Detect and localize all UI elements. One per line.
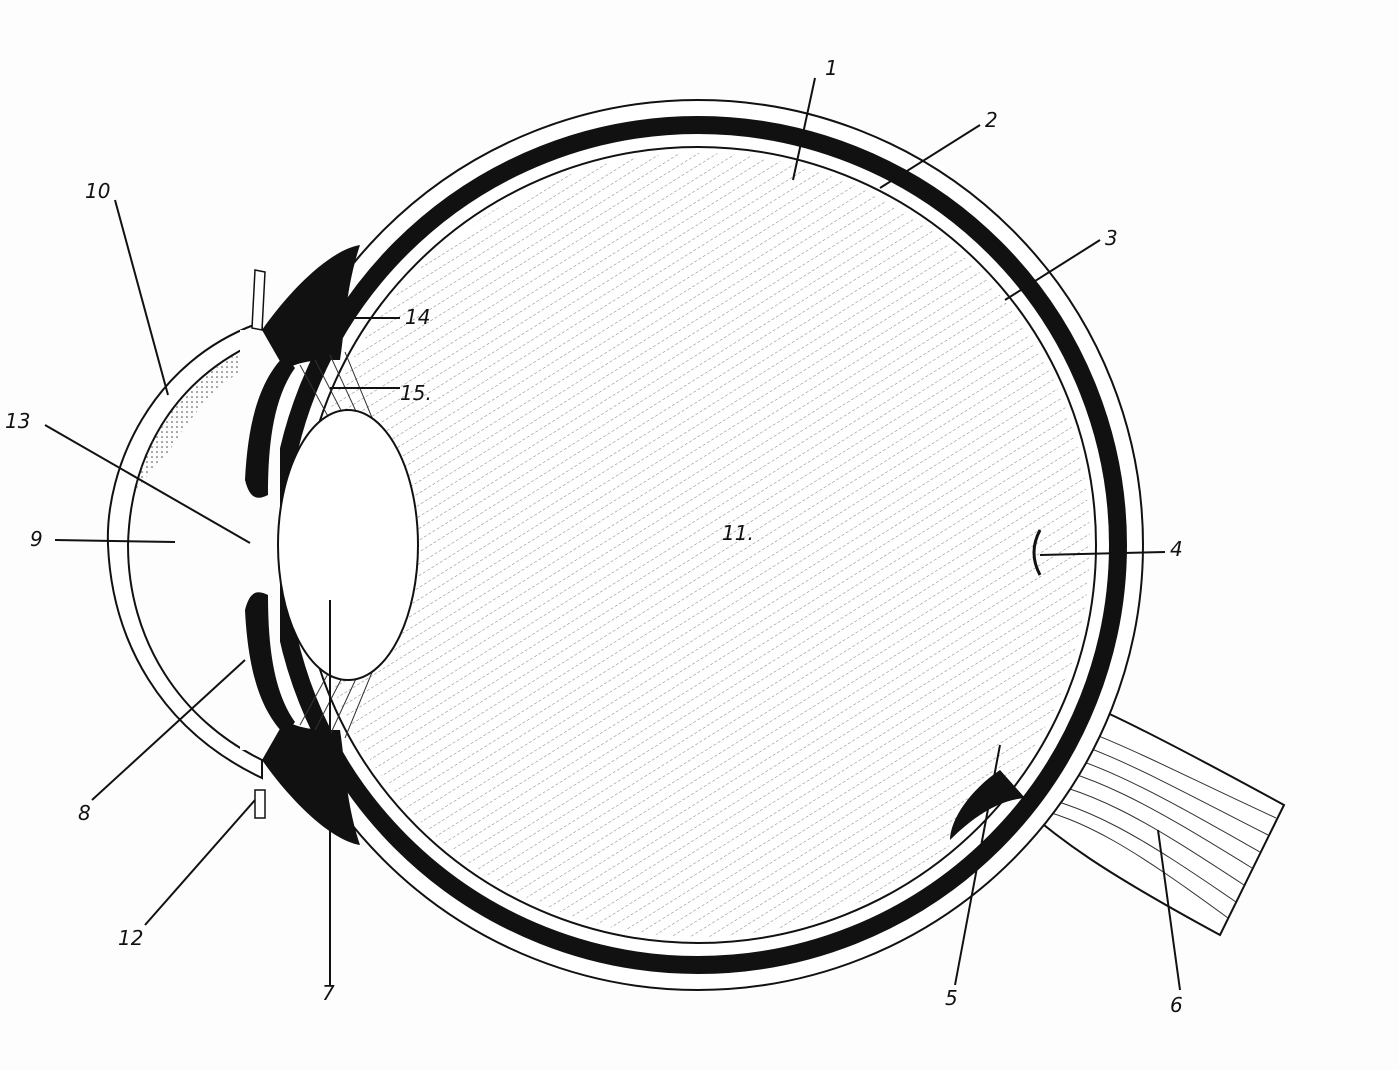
label-4: 4 (1170, 537, 1183, 561)
label-8: 8 (78, 801, 91, 825)
label-2: 2 (985, 108, 998, 132)
label-12: 12 (118, 926, 143, 950)
label-15: 15. (400, 381, 432, 405)
eyelid-top (252, 270, 265, 330)
label-14: 14 (405, 305, 430, 329)
label-1: 1 (825, 56, 838, 80)
label-7: 7 (322, 981, 335, 1005)
label-5: 5 (945, 986, 958, 1010)
lens (278, 410, 418, 680)
label-10: 10 (85, 179, 110, 203)
label-3: 3 (1105, 226, 1118, 250)
label-6: 6 (1170, 993, 1183, 1017)
cornea (108, 322, 262, 778)
label-11: 11. (722, 521, 754, 545)
label-13: 13 (5, 409, 30, 433)
eyelid-bottom (255, 790, 265, 818)
label-9: 9 (30, 527, 43, 551)
